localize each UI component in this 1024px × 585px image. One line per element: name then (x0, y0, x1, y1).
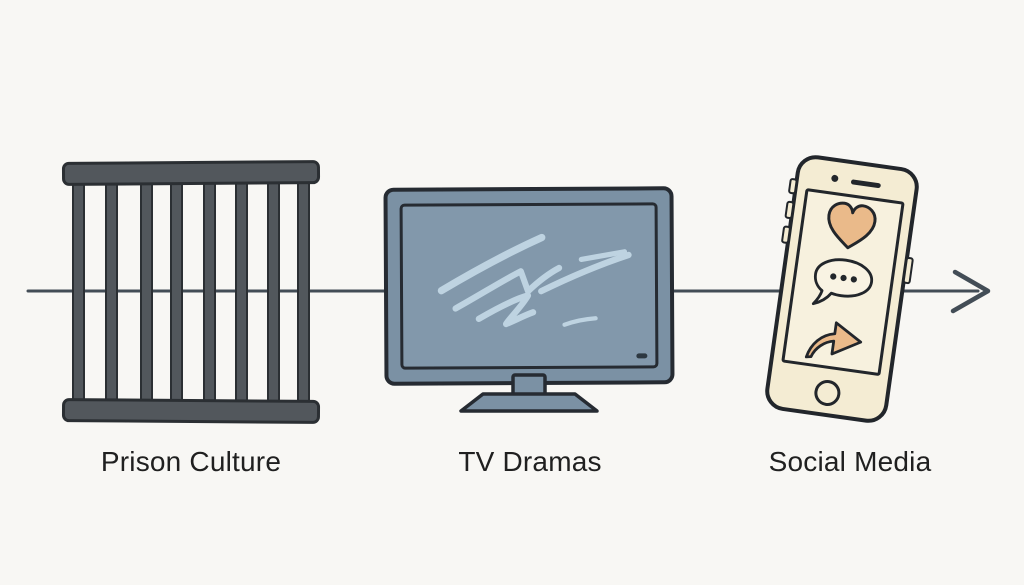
timeline-arrowhead-icon (950, 269, 991, 314)
prison-bar (72, 177, 85, 407)
label-social-media: Social Media (768, 446, 932, 477)
tv-icon (383, 186, 675, 413)
phone-volume-button (784, 200, 795, 220)
phone-home-button (812, 378, 843, 408)
phone-volume-button (780, 225, 792, 245)
tv-frame (383, 186, 675, 386)
phone-screen (781, 187, 905, 377)
prison-bars-bottom-rail (61, 398, 321, 424)
prison-bar (235, 177, 248, 407)
prison-bars-top-rail (61, 160, 321, 186)
phone-camera-dot (830, 174, 839, 183)
prison-bar (267, 177, 280, 407)
smartphone-icon (762, 152, 922, 426)
prison-bar (170, 177, 183, 407)
label-prison-culture: Prison Culture (100, 446, 282, 477)
prison-bars-icon (58, 160, 324, 424)
heart-icon (827, 201, 877, 250)
tv-screen-glare (437, 233, 632, 328)
tv-stand (459, 373, 599, 413)
prison-bar (140, 177, 153, 407)
tv-screen (399, 202, 659, 370)
phone-speaker (850, 179, 882, 189)
prison-bar (297, 177, 310, 407)
prison-bar (203, 177, 216, 407)
prison-bar (105, 177, 118, 407)
phone-mute-button (787, 177, 798, 195)
label-tv-dramas: TV Dramas (458, 446, 602, 477)
share-arrow-icon (804, 321, 863, 359)
tv-indicator-light (636, 353, 648, 359)
speech-bubble-icon (811, 257, 874, 305)
